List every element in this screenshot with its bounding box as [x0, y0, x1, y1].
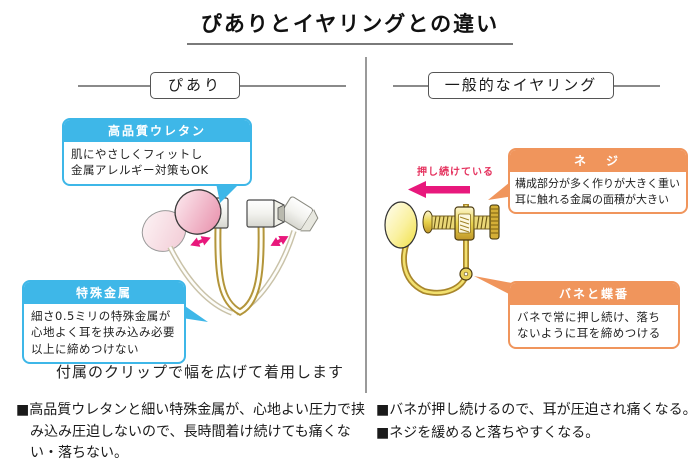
callout-screw: ネ ジ 構成部分が多く作りが大きく重い 耳に触れる金属の面積が大きい — [508, 148, 688, 215]
arrow-left-icon — [408, 181, 470, 198]
special-metal-wire — [214, 224, 265, 316]
piari-caption: 付属のクリップで幅を広げて着用します — [55, 363, 344, 381]
callout-tail — [216, 183, 240, 203]
callout-screw-title: ネ ジ — [510, 150, 686, 172]
title-wrap: ぴありとイヤリングとの違い — [0, 8, 700, 45]
callout-metal: 特殊金属 細さ0.5ミリの特殊金属が 心地よく耳を挟み込み必要 以上に締めつけな… — [22, 280, 186, 364]
callout-urethane-body: 肌にやさしくフィットし 金属アレルギー対策もOK — [71, 147, 209, 178]
piari-earring-illustration — [141, 189, 319, 316]
center-divider — [365, 57, 367, 393]
cylinder-pad-spread — [278, 196, 319, 232]
right-header-line — [614, 85, 660, 87]
callout-screw-body: 構成部分が多く作りが大きく重い 耳に触れる金属の面積が大きい — [515, 177, 680, 206]
callout-spring: バネと蝶番 バネで常に押し続け、落ち ないように耳を締めつける — [508, 281, 680, 349]
callout-urethane: 高品質ウレタン 肌にやさしくフィットし 金属アレルギー対策もOK — [62, 118, 252, 186]
left-section-header: ぴあり — [150, 72, 240, 99]
callout-metal-title: 特殊金属 — [24, 282, 184, 304]
pressing-label: 押し続けている — [417, 167, 494, 178]
hinge — [459, 267, 473, 281]
page-title: ぴありとイヤリングとの違い — [186, 8, 514, 45]
right-section-header: 一般的なイヤリング — [428, 72, 614, 99]
callout-tail — [474, 276, 512, 294]
left-header-line — [240, 85, 346, 87]
spread-arrows-icon — [190, 236, 289, 247]
earring-note: ■ネジを緩めると落ちやすくなる。 — [376, 425, 600, 441]
callout-tail — [488, 182, 514, 200]
callout-spring-body: バネで常に押し続け、落ち ないように耳を締めつける — [517, 310, 661, 341]
left-header-line — [78, 85, 150, 87]
callout-urethane-title: 高品質ウレタン — [64, 120, 250, 142]
earring-note: ■バネが押し続けるので、耳が圧迫され痛くなる。 — [376, 402, 697, 418]
piari-note: ■高品質ウレタンと細い特殊金属が、心地よい圧力で挟み込み圧迫しないので、長時間着… — [16, 402, 365, 462]
screw-mechanism — [422, 204, 500, 241]
urethane-pad — [174, 189, 222, 235]
earring-pad — [384, 201, 418, 249]
callout-tail — [182, 304, 208, 322]
right-header-line — [393, 85, 428, 87]
screw-earring-illustration — [384, 201, 500, 296]
callout-spring-title: バネと蝶番 — [510, 283, 678, 305]
callout-metal-body: 細さ0.5ミリの特殊金属が 心地よく耳を挟み込み必要 以上に締めつけない — [31, 309, 175, 356]
